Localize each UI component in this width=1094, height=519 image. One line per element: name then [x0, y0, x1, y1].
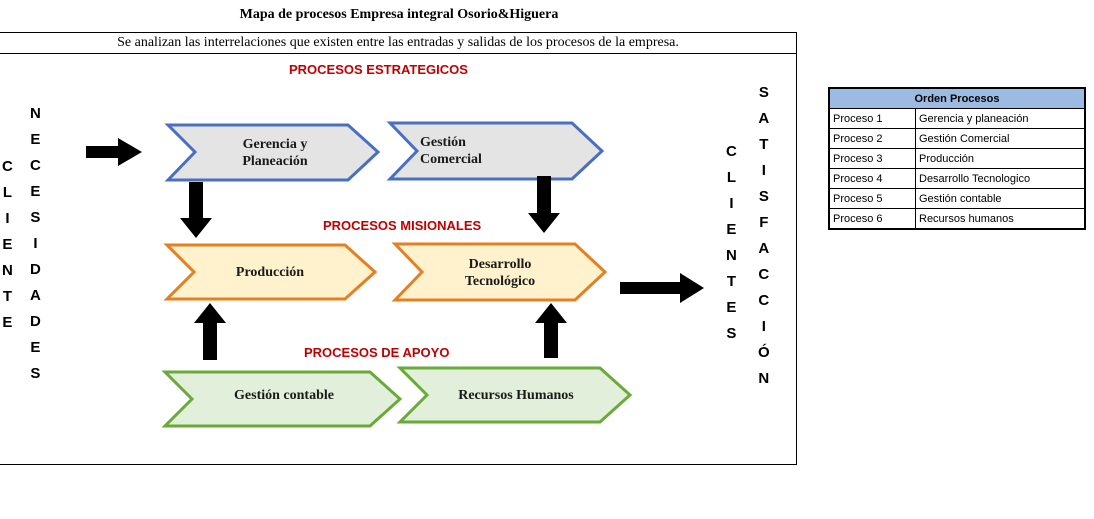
side-letter: C: [758, 292, 770, 309]
row-id: Proceso 1: [828, 108, 916, 129]
row-name: Producción: [915, 148, 1086, 169]
side-letter: I: [729, 195, 734, 212]
section-label-strategic: PROCESOS ESTRATEGICOS: [289, 62, 468, 77]
row-id: Proceso 4: [828, 168, 916, 189]
box-label-recursos-humanos: Recursos Humanos: [458, 387, 574, 403]
box-label-gestion-comercial: Gestión Comercial: [420, 135, 482, 167]
chevron-produccion: [163, 243, 378, 301]
row-name: Gestión contable: [915, 188, 1086, 209]
box-label-gestion-contable: Gestión contable: [234, 387, 334, 403]
side-letter: F: [759, 214, 769, 231]
side-letter: C: [30, 157, 41, 174]
side-letter: A: [758, 240, 770, 257]
row-name: Gestión Comercial: [915, 128, 1086, 149]
side-letter: S: [30, 209, 41, 226]
side-letter: S: [758, 84, 769, 101]
row-name: Recursos humanos: [915, 208, 1086, 230]
chevron-desarrollo: [391, 242, 608, 302]
side-letter: E: [726, 221, 737, 238]
box-label-gerencia: Gerencia y Planeación: [242, 137, 308, 169]
chevron-gestion-comercial: [386, 121, 605, 181]
side-letter: E: [726, 299, 737, 316]
chevron-recursos-humanos: [396, 366, 633, 424]
row-id: Proceso 5: [828, 188, 916, 209]
side-letter: C: [758, 266, 770, 283]
side-letter: E: [2, 314, 13, 331]
up-arrow-right-icon: [535, 303, 567, 358]
side-letter: I: [5, 210, 10, 227]
side-letter: E: [30, 131, 41, 148]
row-id: Proceso 3: [828, 148, 916, 169]
side-letter: A: [758, 110, 770, 127]
table-header: Orden Procesos: [828, 87, 1086, 109]
chevron-gestion-contable: [161, 370, 403, 428]
side-letter: N: [2, 262, 13, 279]
section-label-support: PROCESOS DE APOYO: [304, 345, 450, 360]
down-arrow-left-icon: [180, 182, 212, 238]
side-letter: L: [2, 184, 12, 201]
side-letter: E: [30, 339, 41, 356]
side-letter: I: [761, 162, 766, 179]
side-letter: Ó: [758, 344, 770, 361]
row-name: Gerencia y planeación: [915, 108, 1086, 129]
side-letter: E: [30, 183, 41, 200]
side-letter: L: [726, 169, 736, 186]
up-arrow-left-icon: [194, 303, 226, 360]
side-letter: S: [726, 325, 737, 342]
side-letter: T: [759, 136, 769, 153]
side-letter: A: [30, 287, 41, 304]
box-label-desarrollo: Desarrollo Tecnológico: [464, 257, 536, 289]
side-letter: C: [2, 158, 13, 175]
box-label-produccion: Producción: [235, 264, 305, 280]
side-letter: E: [2, 236, 13, 253]
side-letter: N: [726, 247, 737, 264]
row-id: Proceso 2: [828, 128, 916, 149]
side-letter: S: [758, 188, 769, 205]
down-arrow-right-icon: [528, 176, 560, 233]
side-letter: N: [758, 370, 770, 387]
row-id: Proceso 6: [828, 208, 916, 230]
side-letter: N: [30, 105, 41, 122]
input-arrow-icon: [86, 138, 142, 166]
side-letter: C: [726, 143, 737, 160]
side-letter: D: [30, 313, 41, 330]
side-letter: D: [30, 261, 41, 278]
side-letter: I: [33, 235, 38, 252]
side-letter: S: [30, 365, 41, 382]
process-diagram: [86, 121, 704, 428]
output-arrow-icon: [620, 273, 704, 303]
subtitle: Se analizan las interrelaciones que exis…: [0, 33, 796, 54]
chevron-gerencia: [164, 123, 381, 182]
side-letter: I: [761, 318, 766, 335]
process-map-frame: Se analizan las interrelaciones que exis…: [0, 32, 797, 465]
section-label-missional: PROCESOS MISIONALES: [323, 218, 482, 233]
side-letter: T: [726, 273, 736, 290]
page-title: Mapa de procesos Empresa integral Osorio…: [239, 7, 559, 22]
side-letter: T: [2, 288, 12, 305]
row-name: Desarrollo Tecnologico: [915, 168, 1086, 189]
